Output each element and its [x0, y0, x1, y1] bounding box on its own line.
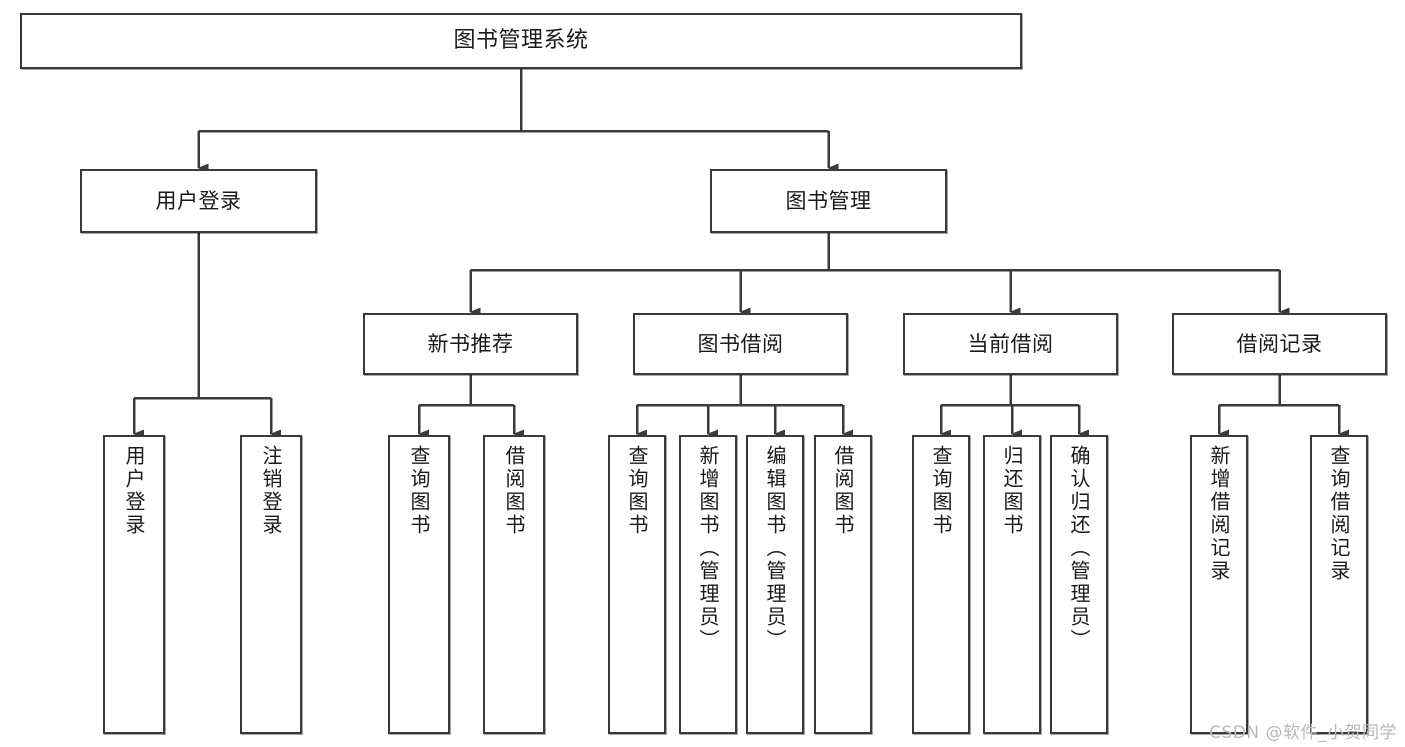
leaf-recommend-query-book-label: 查询图书: [407, 445, 431, 537]
leaf-current-query-book[interactable]: 查询图书: [912, 435, 970, 734]
node-root-label: 图书管理系统: [453, 28, 589, 54]
node-user-login[interactable]: 用户登录: [80, 169, 317, 233]
leaf-user-login-label: 用户登录: [122, 445, 146, 537]
leaf-current-query-book-label: 查询图书: [929, 445, 953, 537]
leaf-record-query-borrow-record[interactable]: 查询借阅记录: [1310, 435, 1368, 734]
node-user-login-label: 用户登录: [155, 188, 242, 213]
leaf-record-query-borrow-record-label: 查询借阅记录: [1327, 445, 1351, 583]
leaf-current-return-book-label: 归还图书: [1000, 445, 1024, 537]
node-new-book-recommendation-label: 新书推荐: [427, 331, 514, 356]
watermark: CSDN @软件_小贺同学: [1209, 723, 1397, 743]
leaf-record-add-borrow-record[interactable]: 新增借阅记录: [1190, 435, 1248, 734]
leaf-user-logout[interactable]: 注销登录: [240, 435, 302, 734]
leaf-current-return-book[interactable]: 归还图书: [983, 435, 1041, 734]
node-current-borrow[interactable]: 当前借阅: [903, 313, 1118, 375]
leaf-borrow-add-book-admin-label: 新增图书（管理员）: [696, 445, 720, 652]
leaf-borrow-query-book-label: 查询图书: [625, 445, 649, 537]
node-current-borrow-label: 当前借阅: [967, 331, 1054, 356]
leaf-user-logout-label: 注销登录: [259, 445, 283, 537]
leaf-current-confirm-return-admin-label: 确认归还（管理员）: [1067, 445, 1091, 652]
node-book-manage[interactable]: 图书管理: [710, 169, 947, 233]
node-borrow-record-label: 借阅记录: [1236, 331, 1323, 356]
leaf-borrow-edit-book-admin[interactable]: 编辑图书（管理员）: [746, 435, 804, 734]
leaf-recommend-borrow-book-label: 借阅图书: [502, 445, 526, 537]
leaf-borrow-add-book-admin[interactable]: 新增图书（管理员）: [679, 435, 737, 734]
node-new-book-recommendation[interactable]: 新书推荐: [363, 313, 578, 375]
leaf-record-add-borrow-record-label: 新增借阅记录: [1207, 445, 1231, 583]
node-book-borrow-label: 图书借阅: [697, 331, 784, 356]
leaf-recommend-borrow-book[interactable]: 借阅图书: [483, 435, 545, 734]
leaf-current-confirm-return-admin[interactable]: 确认归还（管理员）: [1050, 435, 1108, 734]
node-book-manage-label: 图书管理: [785, 188, 872, 213]
leaf-borrow-borrow-book-label: 借阅图书: [831, 445, 855, 537]
leaf-borrow-edit-book-admin-label: 编辑图书（管理员）: [763, 445, 787, 652]
node-book-borrow[interactable]: 图书借阅: [633, 313, 848, 375]
leaf-recommend-query-book[interactable]: 查询图书: [388, 435, 450, 734]
node-root[interactable]: 图书管理系统: [20, 13, 1022, 69]
node-borrow-record[interactable]: 借阅记录: [1172, 313, 1387, 375]
leaf-borrow-borrow-book[interactable]: 借阅图书: [814, 435, 872, 734]
connector-edges: [132, 69, 1349, 439]
leaf-user-login[interactable]: 用户登录: [103, 435, 165, 734]
leaf-borrow-query-book[interactable]: 查询图书: [608, 435, 666, 734]
